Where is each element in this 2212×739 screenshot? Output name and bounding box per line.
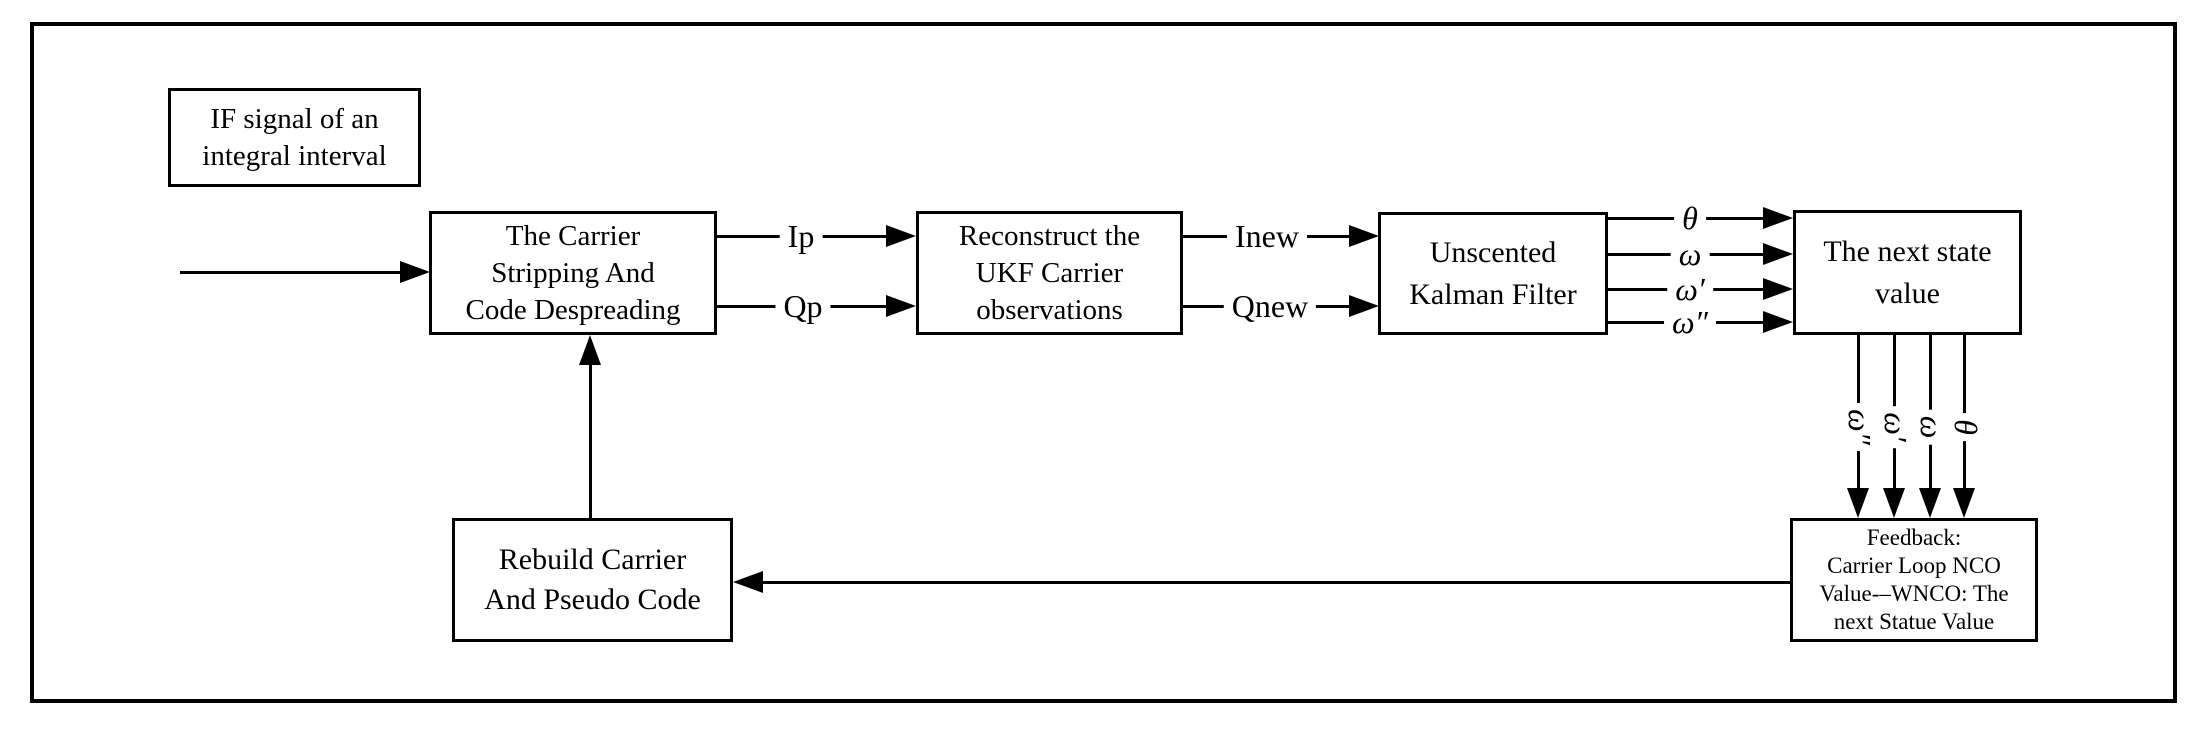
box-label-line: Unscented: [1429, 235, 1557, 269]
box-label-line: Kalman Filter: [1409, 277, 1577, 311]
ip-arrowhead-icon: [886, 225, 916, 247]
box-label-line: The next state: [1823, 234, 1992, 268]
omega-arrowhead-icon: [1763, 243, 1793, 265]
label-fb-theta: θ: [1948, 413, 1984, 441]
box-label-line: Feedback:: [1866, 525, 1962, 550]
down-arrowhead-icon: [1847, 488, 1869, 518]
rebuild-to-carrier-line: [589, 363, 592, 518]
box-label-line: The Carrier: [505, 219, 641, 252]
box-label-line: Carrier Loop NCO: [1827, 553, 2001, 578]
feedback-arrowhead-icon: [733, 571, 763, 593]
box-label-line: UKF Carrier: [975, 256, 1124, 289]
box-unscented-kalman-filter: Unscented Kalman Filter: [1378, 212, 1608, 335]
box-label-line: value: [1875, 276, 1940, 310]
box-feedback-nco: Feedback: Carrier Loop NCO Value-–WNCO: …: [1790, 518, 2038, 642]
box-reconstruct-ukf-observations: Reconstruct the UKF Carrier observations: [916, 211, 1183, 335]
box-label-line: next Statue Value: [1833, 609, 1995, 634]
label-inew: Inew: [1227, 220, 1307, 254]
label-omega-double-prime: ω″: [1664, 306, 1716, 340]
box-rebuild-carrier: Rebuild Carrier And Pseudo Code: [452, 518, 733, 642]
theta-arrowhead-icon: [1763, 207, 1793, 229]
box-label-line: Stripping And: [491, 256, 655, 289]
label-fb-omega-double-prime: ω″: [1842, 403, 1878, 451]
label-fb-omega: ω: [1914, 409, 1950, 445]
feedback-line: [763, 581, 1792, 584]
down-arrowhead-icon: [1919, 488, 1941, 518]
box-label-line: Value-–WNCO: The: [1819, 581, 2009, 606]
box-label-line: Reconstruct the: [958, 219, 1141, 252]
label-fb-omega-prime: ω′: [1878, 406, 1914, 448]
box-next-state-value: The next state value: [1793, 210, 2022, 335]
box-label-line: observations: [976, 293, 1123, 326]
box-label-line: IF signal of an: [210, 102, 379, 135]
box-label-line: Rebuild Carrier: [498, 543, 687, 576]
box-if-signal: IF signal of an integral interval: [168, 88, 421, 187]
box-carrier-stripping: The Carrier Stripping And Code Despreadi…: [429, 211, 717, 335]
box-label-line: Code Despreading: [465, 293, 681, 326]
label-omega: ω: [1670, 238, 1710, 272]
diagram-border: [30, 22, 2177, 703]
down-arrowhead-icon: [1883, 488, 1905, 518]
input-signal-line: [180, 271, 402, 274]
label-omega-prime: ω′: [1667, 273, 1713, 307]
next-state-down-line-4: [1963, 335, 1966, 488]
omega-double-prime-arrowhead-icon: [1763, 311, 1793, 333]
omega-prime-arrowhead-icon: [1763, 278, 1793, 300]
qnew-arrowhead-icon: [1349, 295, 1379, 317]
down-arrowhead-icon: [1953, 488, 1975, 518]
label-qp: Qp: [775, 290, 831, 324]
input-arrowhead-icon: [400, 261, 430, 283]
qp-arrowhead-icon: [886, 295, 916, 317]
label-qnew: Qnew: [1223, 290, 1317, 324]
box-label-line: integral interval: [202, 139, 387, 172]
up-arrowhead-icon: [579, 335, 601, 365]
label-ip: Ip: [779, 220, 823, 254]
label-theta: θ: [1674, 202, 1706, 236]
box-label-line: And Pseudo Code: [484, 583, 701, 616]
inew-arrowhead-icon: [1349, 225, 1379, 247]
